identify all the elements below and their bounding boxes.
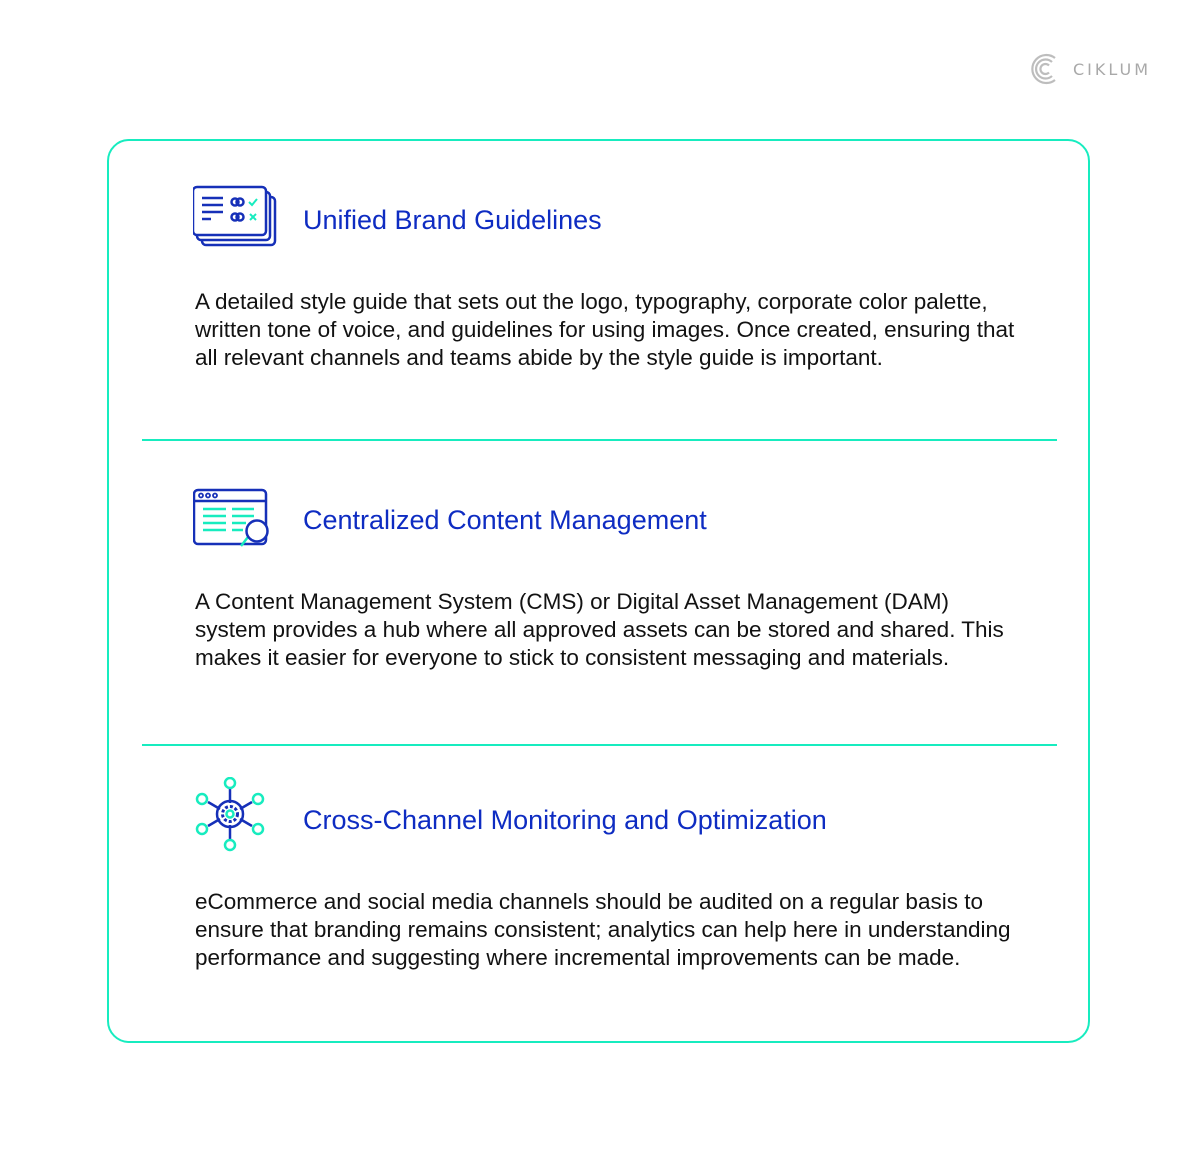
ciklum-logo: CIKLUM: [1029, 52, 1151, 86]
section-divider: [142, 439, 1057, 441]
section-title: Centralized Content Management: [303, 504, 707, 535]
section-title: Cross-Channel Monitoring and Optimizatio…: [303, 804, 827, 835]
ciklum-logo-text: CIKLUM: [1073, 59, 1152, 79]
brand-guideline-cards-icon: [193, 185, 277, 247]
section-body: eCommerce and social media channels shou…: [195, 889, 1011, 970]
ciklum-logo-icon: [1031, 53, 1056, 85]
network-gear-hub-icon: [195, 777, 265, 852]
section-divider: [142, 744, 1057, 746]
section-title: Unified Brand Guidelines: [303, 204, 602, 235]
content-card: Unified Brand Guidelines A detailed styl…: [107, 139, 1090, 1043]
section-body: A Content Management System (CMS) or Dig…: [195, 589, 1004, 670]
section-body: A detailed style guide that sets out the…: [195, 289, 1015, 370]
content-window-search-icon: [193, 488, 269, 547]
